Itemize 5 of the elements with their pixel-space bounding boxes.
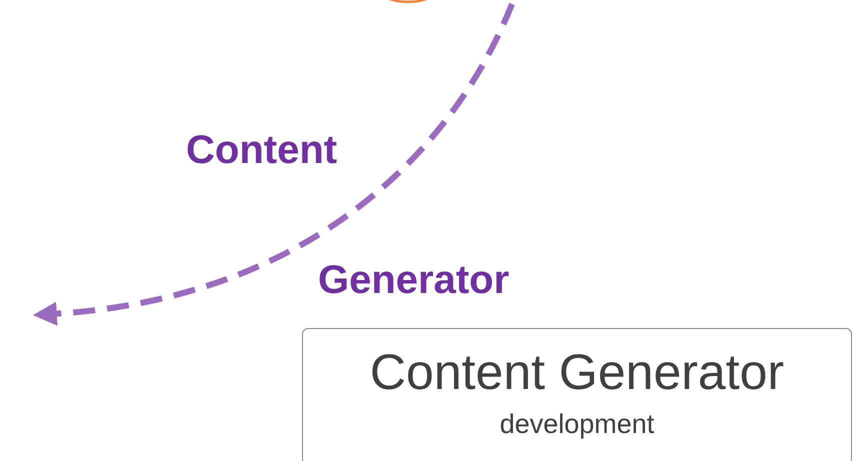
box-title: Content Generator bbox=[370, 343, 784, 401]
process-box bbox=[302, 328, 852, 461]
text-label: Content bbox=[186, 127, 338, 174]
text-label: Generator bbox=[318, 257, 510, 304]
box-subtitle: development bbox=[500, 408, 654, 441]
